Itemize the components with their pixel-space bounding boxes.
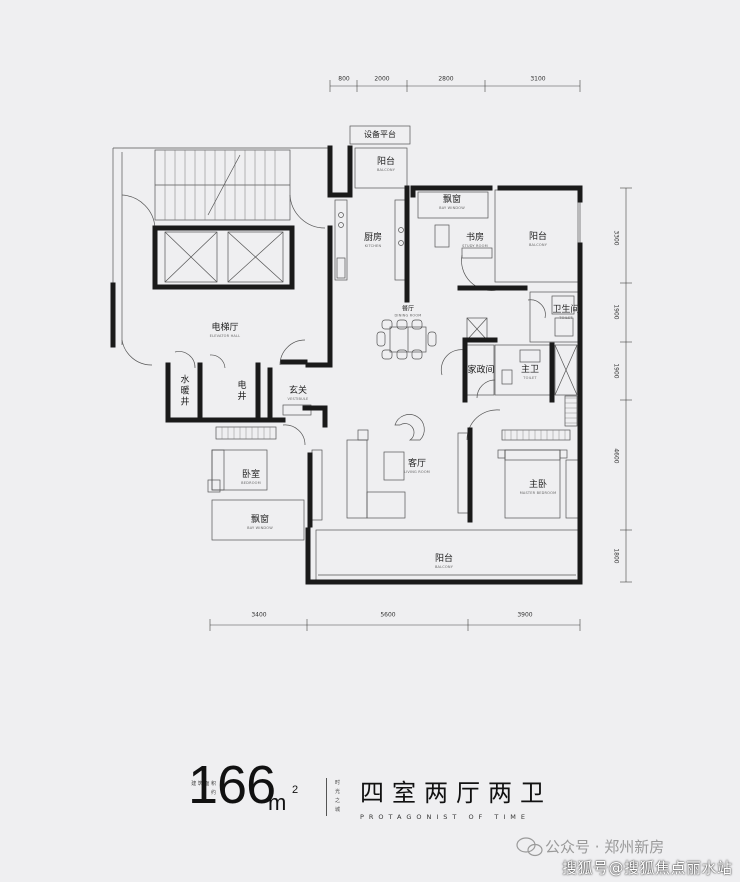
room-label: 餐厅: [401, 305, 415, 313]
dim-top-4: 3100: [530, 75, 546, 83]
room-label: 主卫: [520, 364, 540, 375]
room-label: 阳台: [528, 231, 548, 242]
room-sublabel: BALCONY: [376, 167, 396, 172]
room-label: 玄关: [288, 385, 308, 396]
room-label: 卧室: [241, 469, 261, 480]
dim-right-4: 4600: [612, 448, 620, 464]
room-label: 阳台: [434, 553, 454, 564]
room-sublabel: ELEVATOR HALL: [209, 333, 241, 338]
room-sublabel: MASTER BEDROOM: [519, 490, 557, 495]
room-label: 书房: [465, 232, 485, 243]
dim-bottom-3: 3900: [517, 611, 533, 619]
footer-divider: [326, 778, 327, 816]
area-value: 166: [188, 755, 276, 815]
room-label: 厨房: [363, 232, 383, 243]
room-sublabel: BEDROOM: [241, 480, 261, 485]
area-unit: m: [268, 790, 287, 815]
room-label: 主卧: [528, 479, 548, 490]
layout-type-english: PROTAGONIST OF TIME: [360, 813, 530, 821]
dim-right-5: 1800: [612, 548, 620, 564]
room-label: 卫生间: [552, 304, 580, 315]
dim-right-2: 1900: [612, 304, 620, 320]
layout-type-title: 四室两厅两卫: [360, 779, 552, 807]
room-label: 飘窗: [442, 194, 462, 205]
room-electric-shaft: 电井: [237, 381, 247, 402]
wechat-icon: [516, 837, 543, 857]
dim-top-2: 2000: [374, 75, 390, 83]
room-sublabel: TOILET: [523, 375, 537, 380]
room-sublabel: BALCONY: [434, 564, 454, 569]
watermark-account: 公众号 · 郑州新房: [545, 838, 665, 856]
room-water-shaft: 水暖井: [180, 375, 190, 408]
room-sublabel: BAY WINDOW: [247, 525, 273, 530]
type-caption: 时 光 之 城: [335, 780, 341, 813]
room-sublabel: LIVING ROOM: [403, 469, 431, 474]
room-equip-platform: 设备平台: [364, 130, 396, 139]
dim-right-1: 3300: [612, 230, 620, 246]
room-label: 客厅: [407, 458, 427, 469]
room-label: 阳台: [376, 156, 396, 167]
dim-bottom-1: 3400: [251, 611, 267, 619]
room-sublabel: KITCHEN: [364, 243, 382, 248]
room-sublabel: TOILET: [559, 315, 573, 320]
watermark-source: 搜狐号@搜狐焦点丽水站: [562, 859, 733, 877]
room-sublabel: VESTIBULE: [287, 396, 309, 401]
room-sublabel: DINING ROOM: [394, 313, 422, 318]
room-label: 飘窗: [250, 514, 270, 525]
dimension-lines: [209, 80, 632, 631]
dim-right-3: 1900: [612, 363, 620, 379]
dim-bottom-2: 5600: [380, 611, 396, 619]
room-utility: 家政间: [467, 365, 495, 376]
dim-top-1: 800: [338, 75, 350, 83]
area-unit-superscript: 2: [292, 784, 299, 796]
room-sublabel: BALCONY: [528, 242, 548, 247]
room-sublabel: BAY WINDOW: [439, 205, 465, 210]
dim-top-3: 2800: [438, 75, 454, 83]
room-label: 电梯厅: [211, 322, 239, 333]
area-caption: 建 筑 面 积 约: [191, 781, 216, 796]
thick-walls: [110, 145, 583, 585]
room-sublabel: STUDY ROOM: [462, 243, 488, 248]
